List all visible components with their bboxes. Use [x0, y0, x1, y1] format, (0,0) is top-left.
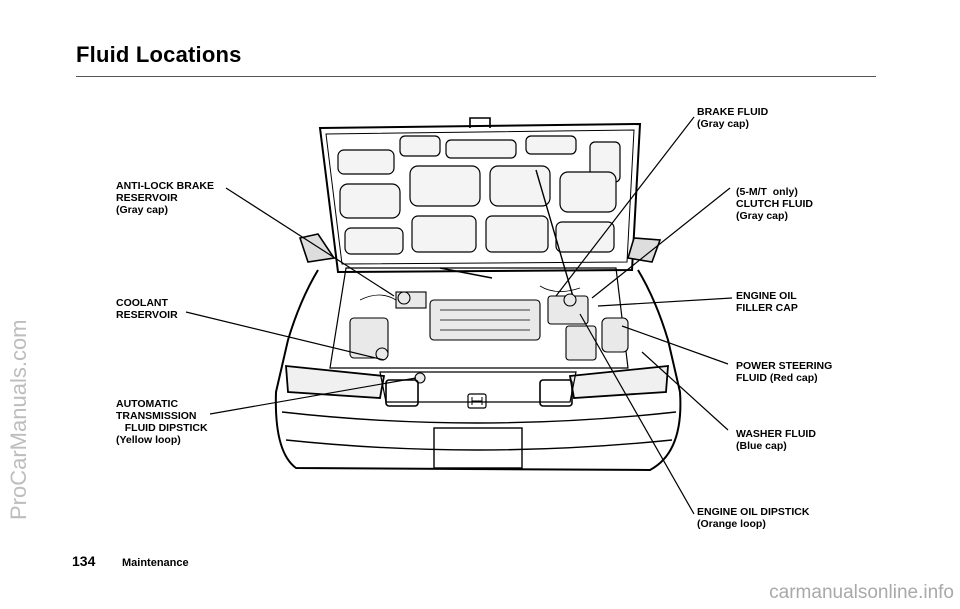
label-brake-fluid: BRAKE FLUID (Gray cap)	[697, 106, 769, 130]
bottom-watermark: carmanualsonline.info	[769, 582, 954, 603]
label-antilock-brake: ANTI-LOCK BRAKE RESERVOIR (Gray cap)	[116, 180, 214, 216]
page-number: 134	[72, 553, 96, 569]
label-clutch-fluid: (5-M/T only) CLUTCH FLUID (Gray cap)	[736, 186, 813, 222]
label-washer-fluid: WASHER FLUID (Blue cap)	[736, 428, 816, 452]
header-rule	[76, 76, 876, 77]
label-atf-dipstick: AUTOMATIC TRANSMISSION FLUID DIPSTICK (Y…	[116, 398, 208, 446]
label-engine-oil-filler: ENGINE OIL FILLER CAP	[736, 290, 798, 314]
label-coolant: COOLANT RESERVOIR	[116, 297, 178, 321]
page-title: Fluid Locations	[76, 42, 242, 67]
section-name: Maintenance	[122, 557, 189, 569]
label-engine-oil-dipstick: ENGINE OIL DIPSTICK (Orange loop)	[697, 506, 810, 530]
label-power-steering: POWER STEERING FLUID (Red cap)	[736, 360, 833, 384]
